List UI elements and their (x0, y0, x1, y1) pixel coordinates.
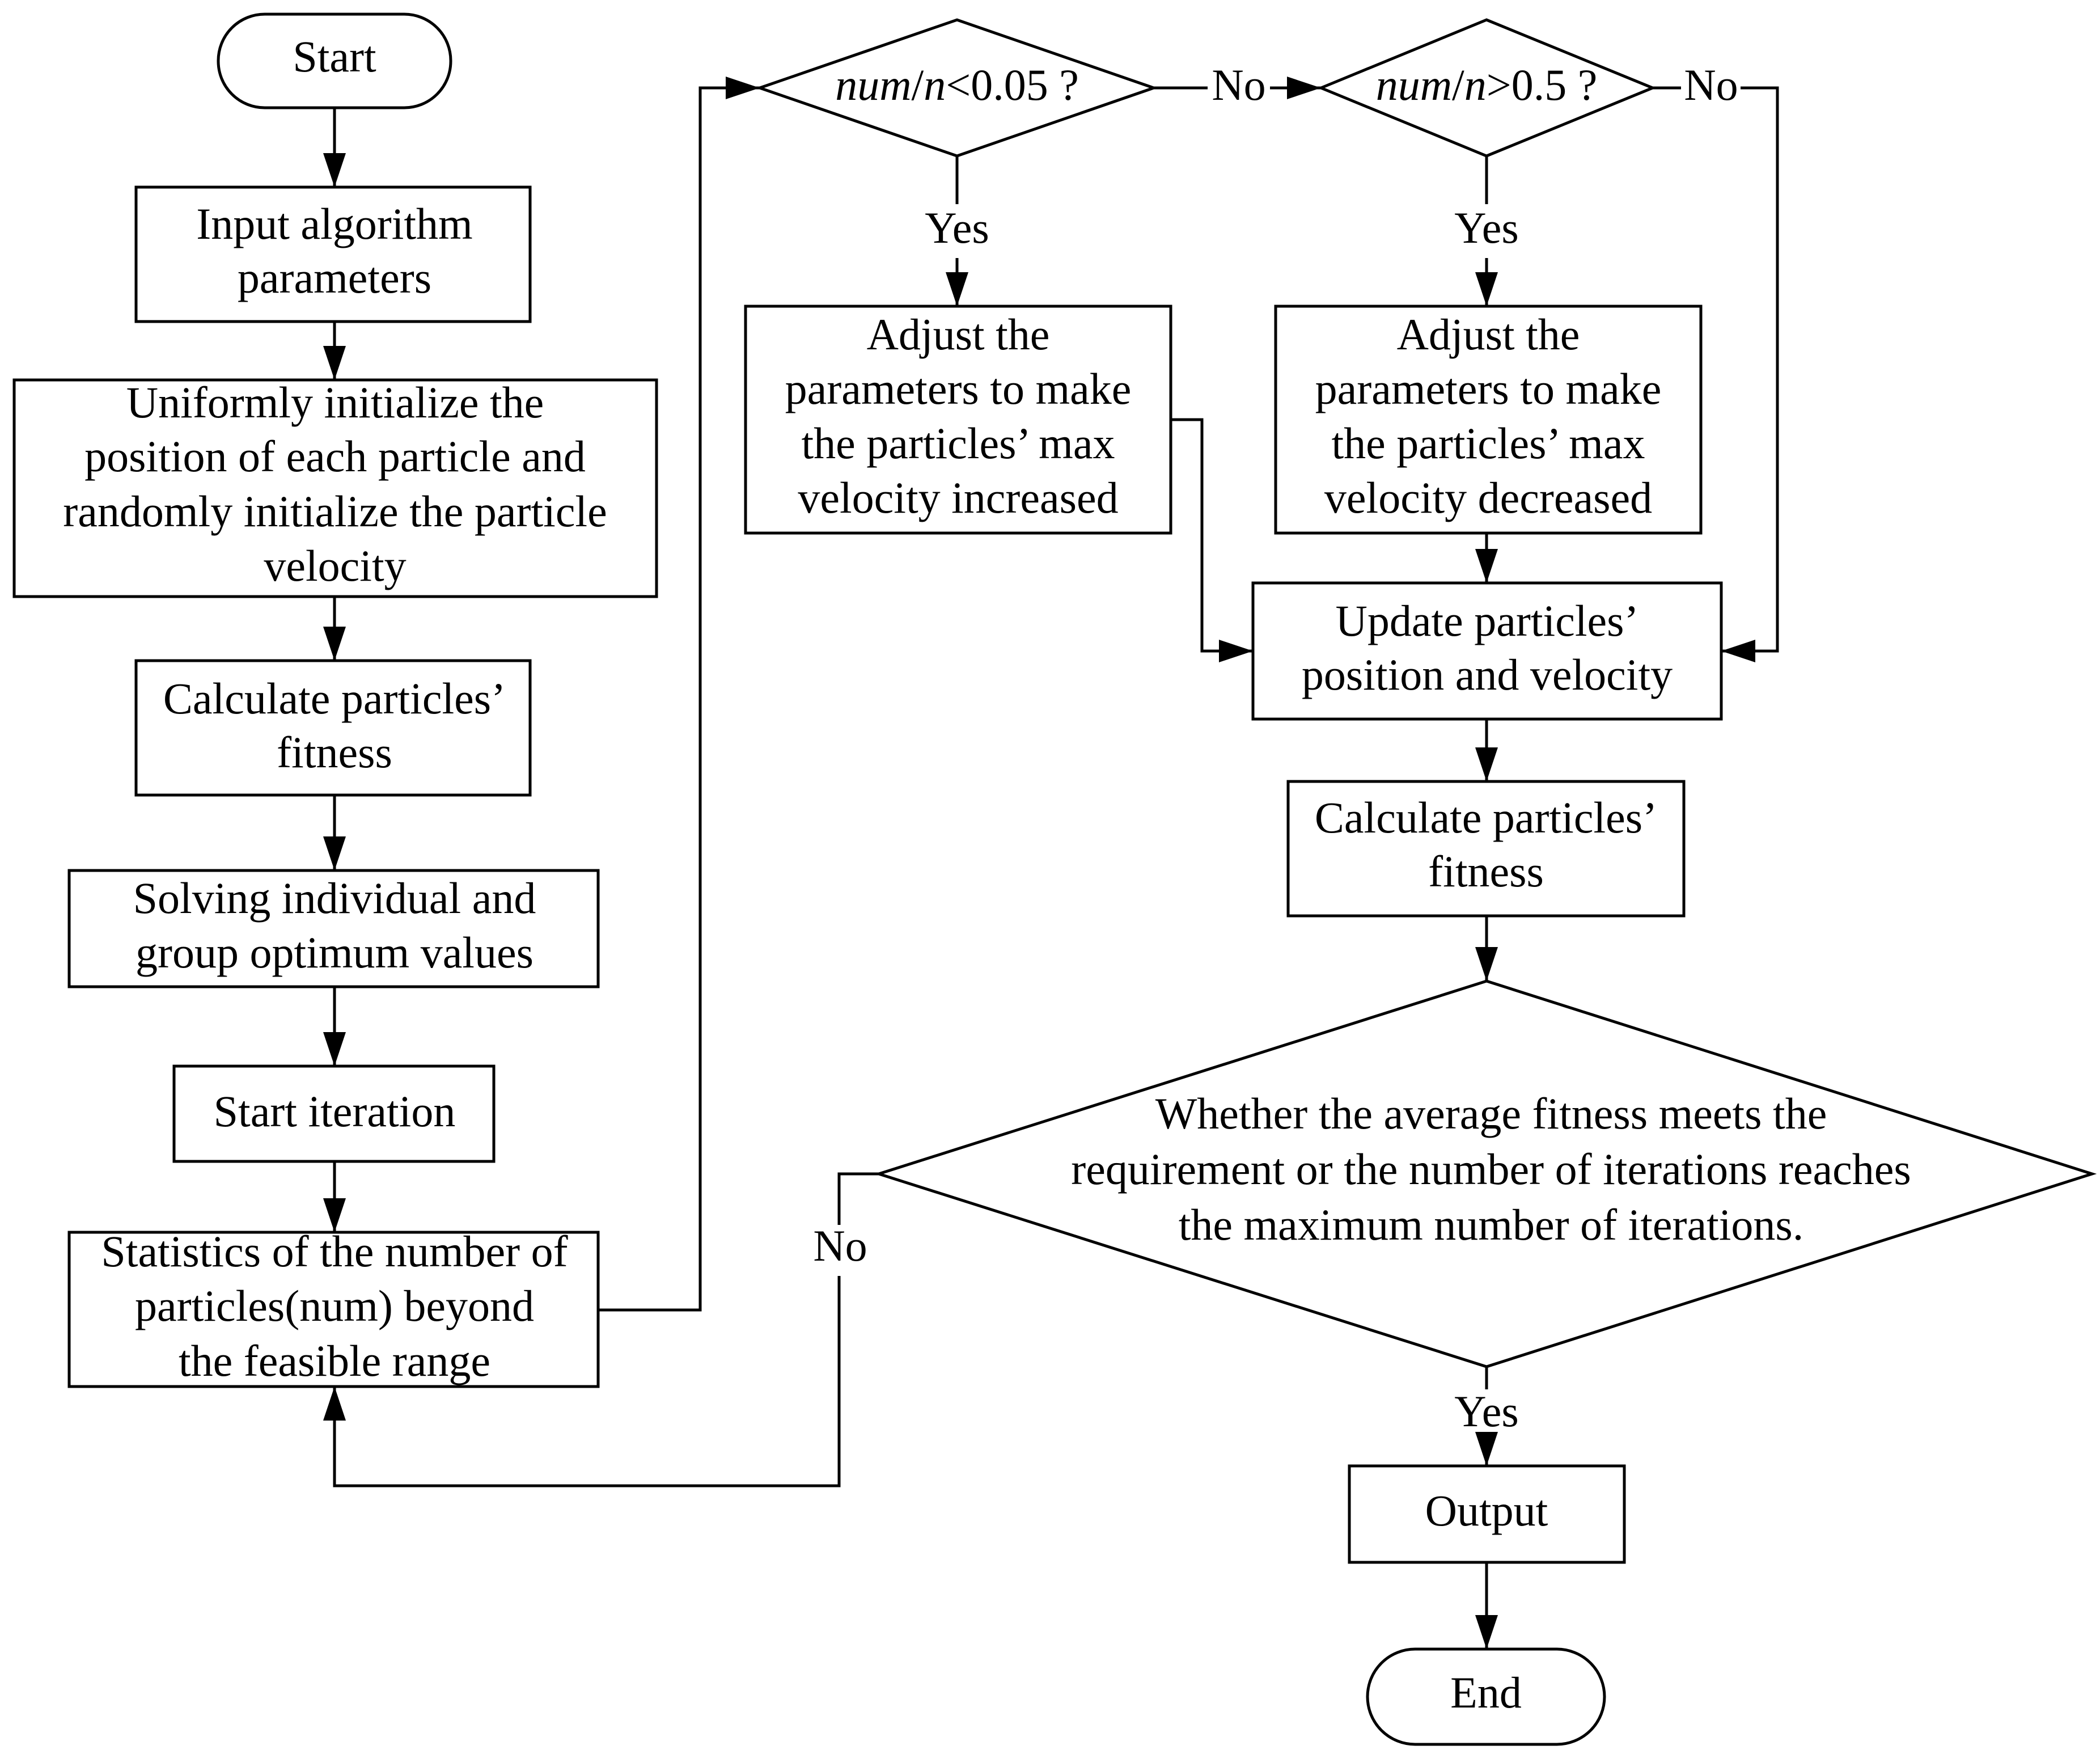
initialization-line-2: position of each particle and (84, 432, 586, 481)
input-parameters-line-2: parameters (238, 253, 431, 302)
statistics-line-3: the feasible range (179, 1336, 490, 1385)
adjust-increase-box: Adjust the parameters to make the partic… (744, 305, 1172, 535)
update-line-1: Update particles’ (1336, 596, 1639, 645)
input-parameters-box: Input algorithm parameters (134, 185, 532, 323)
decision-low-label: num/n<0.05 ? (835, 60, 1079, 109)
adjust-increase-line-1: Adjust the (867, 310, 1050, 359)
connector-statistics-to-decision-low (598, 77, 760, 1312)
adjust-increase-line-3: the particles’ max (802, 419, 1115, 468)
output-box: Output (1348, 1464, 1626, 1564)
decision-high-label: num/n>0.5 ? (1376, 60, 1598, 109)
decision-low-yes-label: Yes (925, 203, 989, 252)
termination-no-label: No (813, 1221, 867, 1270)
termination-diamond: Whether the average fitness meets the re… (874, 979, 2097, 1368)
statistics-line-1: Statistics of the number of (101, 1227, 568, 1276)
calculate-fitness-box-1: Calculate particles’ fitness (134, 659, 532, 797)
update-line-2: position and velocity (1302, 650, 1673, 699)
decision-high-no-label: No (1684, 60, 1738, 109)
adjust-decrease-line-1: Adjust the (1397, 310, 1580, 359)
termination-yes-label: Yes (1454, 1387, 1519, 1436)
termination-line-2: requirement or the number of iterations … (1071, 1144, 1911, 1194)
connector-increase-to-update (1171, 418, 1253, 662)
statistics-line-2: particles(num) beyond (135, 1281, 534, 1330)
input-parameters-line-1: Input algorithm (196, 199, 472, 248)
connector-termination-no-top (837, 1172, 879, 1225)
termination-line-3: the maximum number of iterations. (1179, 1200, 1804, 1249)
solve-optimum-box: Solving individual and group optimum val… (67, 869, 600, 988)
initialization-line-4: velocity (264, 541, 406, 590)
end-label: End (1450, 1668, 1522, 1717)
calculate-fitness-2-line-1: Calculate particles’ (1315, 793, 1657, 842)
decision-high-diamond: num/n>0.5 ? (1317, 18, 1657, 158)
adjust-increase-line-4: velocity increased (798, 473, 1118, 522)
decision-low-diamond: num/n<0.05 ? (755, 18, 1158, 158)
initialization-line-3: randomly initialize the particle (63, 487, 607, 536)
connector-termination-no-to-statistics (323, 1276, 841, 1487)
update-box: Update particles’ position and velocity (1251, 581, 1723, 721)
start-iteration-label: Start iteration (214, 1087, 456, 1136)
calculate-fitness-1-line-2: fitness (277, 728, 392, 777)
start-label: Start (293, 32, 376, 81)
end-terminator: End (1366, 1647, 1606, 1746)
output-label: Output (1425, 1486, 1548, 1535)
initialization-box: Uniformly initialize the position of eac… (12, 378, 658, 598)
termination-line-1: Whether the average fitness meets the (1155, 1089, 1827, 1138)
adjust-increase-line-2: parameters to make (785, 364, 1132, 413)
solve-optimum-line-1: Solving individual and (133, 873, 536, 923)
adjust-decrease-line-4: velocity decreased (1324, 473, 1652, 522)
solve-optimum-line-2: group optimum values (136, 928, 534, 977)
start-iteration-box: Start iteration (172, 1064, 496, 1163)
statistics-box: Statistics of the number of particles(nu… (67, 1227, 600, 1388)
calculate-fitness-1-line-1: Calculate particles’ (163, 674, 506, 723)
adjust-decrease-line-3: the particles’ max (1332, 419, 1645, 468)
connector-high-no-to-update (1721, 86, 1779, 662)
decision-high-yes-label: Yes (1454, 203, 1519, 252)
calculate-fitness-box-2: Calculate particles’ fitness (1286, 780, 1686, 918)
initialization-line-1: Uniformly initialize the (126, 378, 544, 427)
adjust-decrease-box: Adjust the parameters to make the partic… (1274, 305, 1703, 535)
start-terminator: Start (217, 12, 452, 109)
decision-low-no-label: No (1212, 60, 1265, 109)
adjust-decrease-line-2: parameters to make (1315, 364, 1662, 413)
calculate-fitness-2-line-2: fitness (1428, 847, 1544, 896)
